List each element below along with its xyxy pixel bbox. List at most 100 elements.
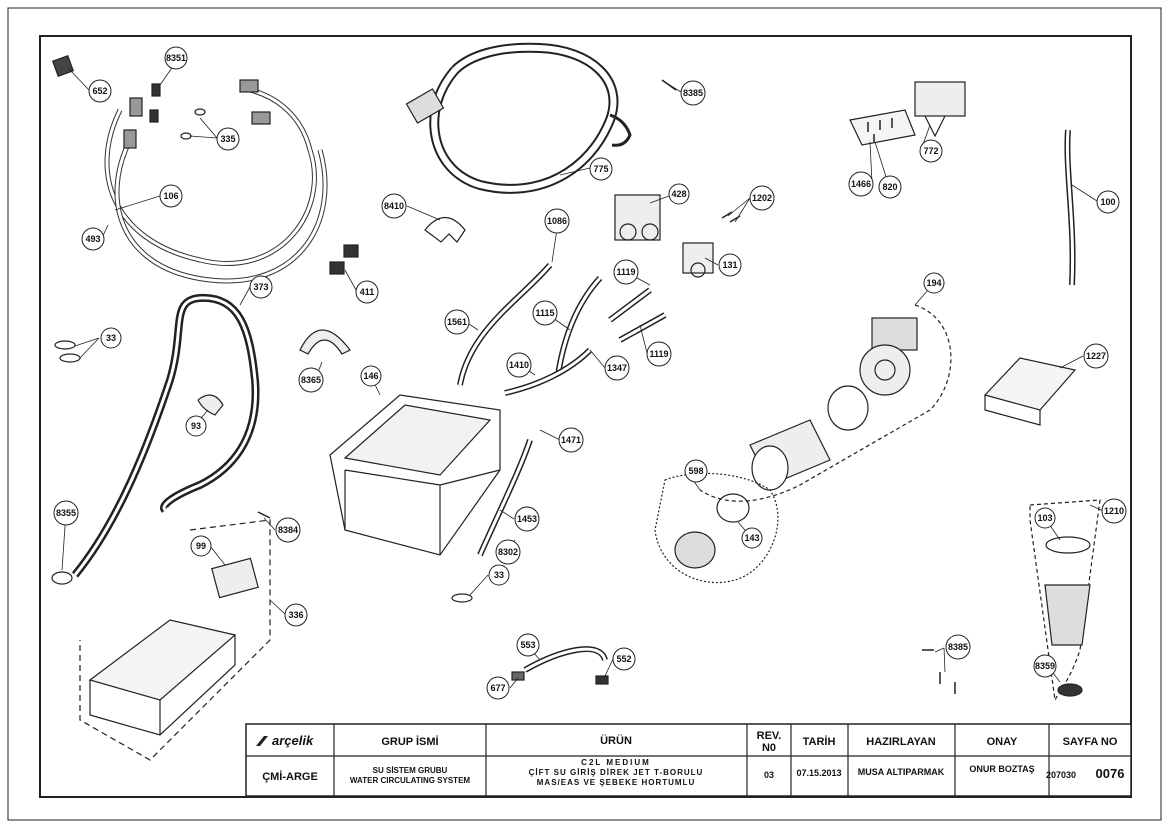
callout-1210: 1210	[1101, 498, 1127, 524]
callout-1466: 1466	[848, 171, 874, 197]
callout-1202: 1202	[749, 185, 775, 211]
callout-8365: 8365	[298, 367, 324, 393]
svg-text:8385: 8385	[683, 88, 703, 98]
callout-33-left: 33	[100, 327, 122, 349]
hazirlayan-label: HAZIRLAYAN	[866, 736, 936, 748]
svg-text:552: 552	[616, 654, 631, 664]
parts-art	[51, 42, 1101, 761]
product-line-3: MAS/EAS VE ŞEBEKE HORTUMLU	[537, 778, 695, 787]
callout-93: 93	[185, 415, 207, 437]
callout-1227: 1227	[1083, 343, 1109, 369]
svg-text:103: 103	[1037, 513, 1052, 523]
svg-text:598: 598	[688, 466, 703, 476]
svg-text:8385: 8385	[948, 642, 968, 652]
svg-text:652: 652	[92, 86, 107, 96]
department: ÇMİ-ARGE	[262, 770, 318, 783]
callout-493: 493	[81, 227, 105, 251]
svg-text:775: 775	[593, 164, 608, 174]
callout-99: 99	[190, 535, 212, 557]
callout-598: 598	[684, 459, 708, 483]
sayfa-no-label: SAYFA NO	[1063, 736, 1118, 748]
svg-text:553: 553	[520, 640, 535, 650]
page-number: 0076	[1096, 766, 1125, 781]
product-line-2: ÇİFT SU GİRİŞ DİREK JET T-BORULU	[529, 768, 704, 777]
callout-553: 553	[516, 633, 540, 657]
callout-8384: 8384	[275, 517, 301, 543]
svg-text:1471: 1471	[561, 435, 581, 445]
callout-146: 146	[360, 365, 382, 387]
product-line-1: C2L MEDIUM	[581, 758, 651, 767]
callout-8355: 8355	[53, 500, 79, 526]
svg-text:1210: 1210	[1104, 506, 1124, 516]
svg-text:373: 373	[253, 282, 268, 292]
callout-411: 411	[355, 280, 379, 304]
callout-373: 373	[249, 275, 273, 299]
svg-text:arçelik: arçelik	[272, 733, 314, 748]
svg-text:8359: 8359	[1035, 661, 1055, 671]
svg-text:1119: 1119	[616, 267, 635, 277]
part-callouts: 8351 652 335 106 493 775 8385 772 1466 8…	[53, 46, 1127, 700]
svg-text:428: 428	[671, 189, 686, 199]
svg-text:1347: 1347	[607, 363, 627, 373]
callout-131: 131	[718, 253, 742, 277]
outer-frame	[7, 7, 1162, 821]
svg-text:8384: 8384	[278, 525, 298, 535]
grup-ismi-label: GRUP İSMİ	[381, 735, 438, 748]
callout-552: 552	[612, 647, 636, 671]
approved-by: ONUR BOZTAŞ	[969, 764, 1034, 774]
callout-772: 772	[919, 139, 943, 163]
group-name-tr: SU SİSTEM GRUBU	[373, 766, 448, 775]
page-prefix: 207030	[1046, 770, 1076, 780]
svg-text:1561: 1561	[447, 317, 467, 327]
svg-text:93: 93	[191, 421, 201, 431]
svg-text:194: 194	[926, 278, 941, 288]
callout-194: 194	[923, 272, 945, 294]
svg-text:1119: 1119	[649, 349, 668, 359]
callout-106: 106	[159, 184, 183, 208]
drawing-frame	[39, 35, 1132, 798]
callout-1410: 1410	[506, 352, 532, 378]
callout-1119-b: 1119	[646, 341, 672, 367]
svg-text:8302: 8302	[498, 547, 518, 557]
callout-820: 820	[878, 175, 902, 199]
rev-label-no: N0	[762, 742, 776, 754]
group-name-en: WATER CIRCULATING SYSTEM	[350, 776, 470, 785]
svg-text:1410: 1410	[509, 360, 529, 370]
svg-text:1202: 1202	[752, 193, 772, 203]
svg-text:820: 820	[882, 182, 897, 192]
svg-text:8351: 8351	[166, 53, 186, 63]
svg-text:1227: 1227	[1086, 351, 1106, 361]
svg-text:131: 131	[722, 260, 737, 270]
callout-8302: 8302	[495, 539, 521, 565]
onay-label: ONAY	[987, 736, 1018, 748]
rev-value: 03	[764, 770, 774, 780]
callout-1453: 1453	[514, 506, 540, 532]
callout-143: 143	[741, 527, 763, 549]
svg-text:33: 33	[494, 570, 504, 580]
callout-677: 677	[486, 676, 510, 700]
prepared-by: MUSA ALTIPARMAK	[858, 767, 945, 777]
svg-text:411: 411	[360, 287, 375, 297]
svg-text:335: 335	[220, 134, 235, 144]
callout-33-bottom: 33	[488, 564, 510, 586]
callout-336: 336	[284, 603, 308, 627]
callout-103: 103	[1034, 507, 1056, 529]
svg-text:336: 336	[288, 610, 303, 620]
title-block: arçelik GRUP İSMİ ÜRÜN REV. N0 TARİH HAZ…	[245, 723, 1132, 797]
callout-1347: 1347	[604, 355, 630, 381]
svg-text:8410: 8410	[384, 201, 404, 211]
svg-text:1466: 1466	[851, 179, 871, 189]
callout-100: 100	[1096, 190, 1120, 214]
rev-label: REV.	[757, 730, 782, 742]
callout-1471: 1471	[558, 427, 584, 453]
svg-text:1086: 1086	[547, 216, 567, 226]
urun-label: ÜRÜN	[600, 734, 632, 747]
callout-8385-bottom: 8385	[945, 634, 971, 660]
date-value: 07.15.2013	[796, 768, 841, 778]
svg-text:772: 772	[923, 146, 938, 156]
svg-text:493: 493	[85, 234, 100, 244]
svg-text:106: 106	[163, 191, 178, 201]
callout-335: 335	[216, 127, 240, 151]
callout-1115: 1115	[532, 300, 558, 326]
